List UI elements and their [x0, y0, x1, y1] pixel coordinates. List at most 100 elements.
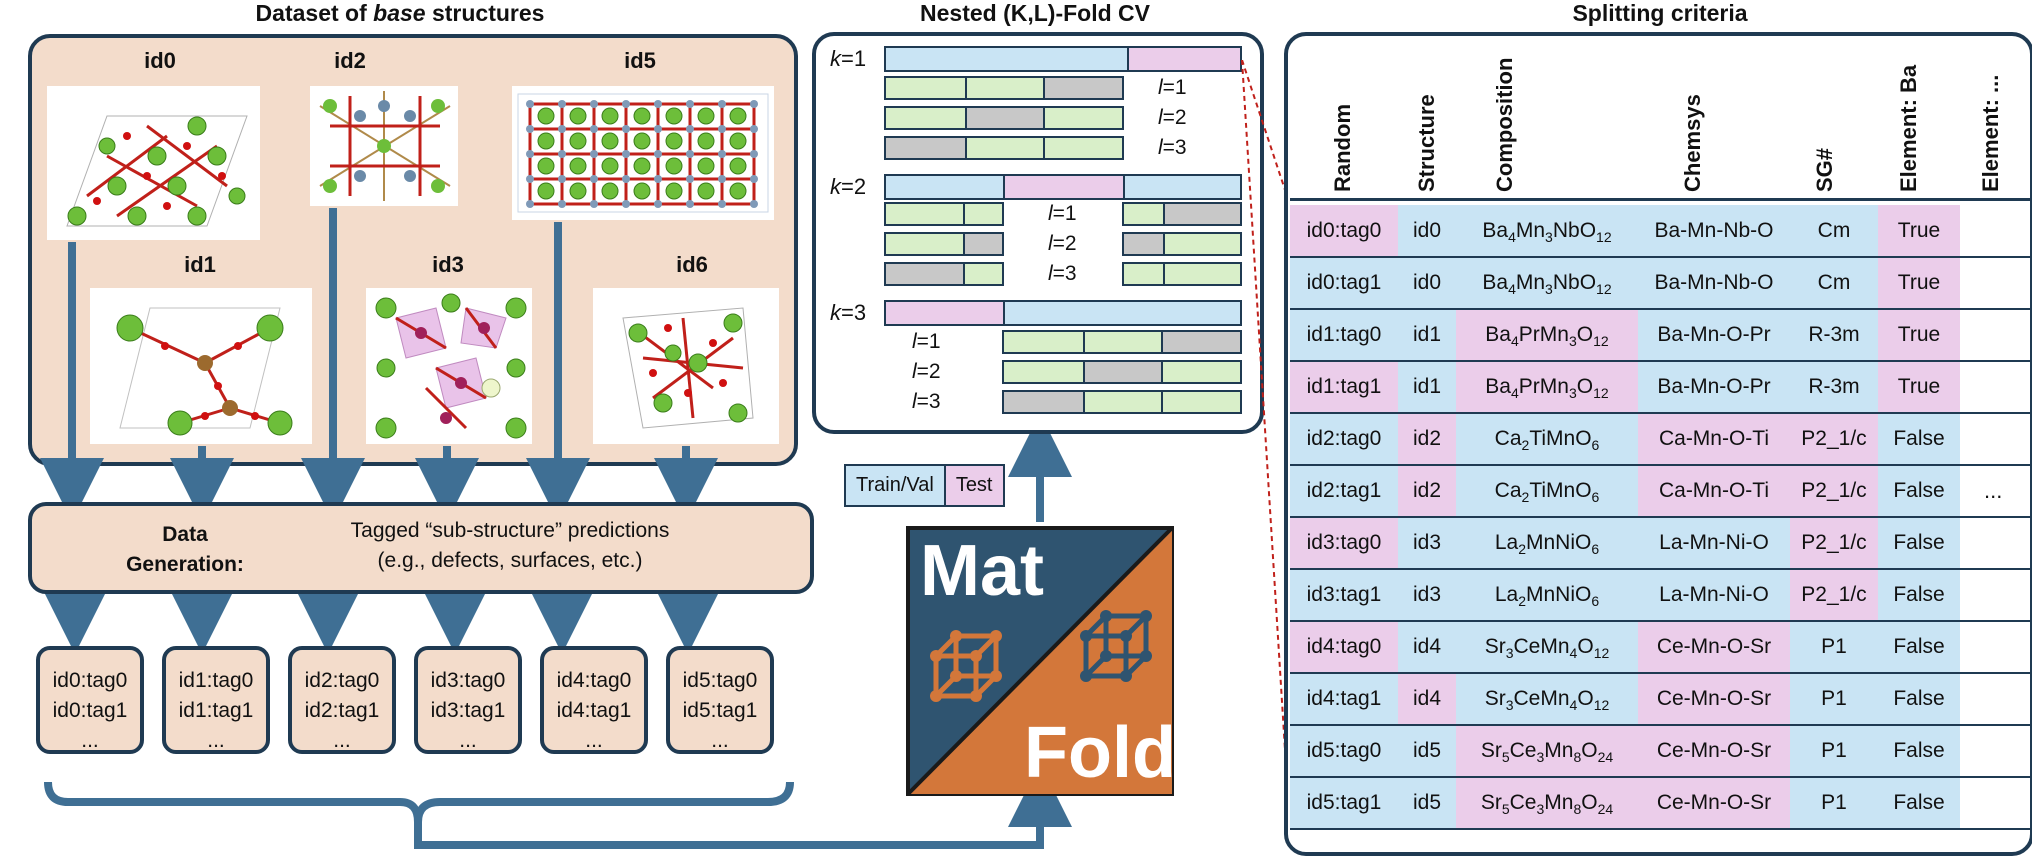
table-cell-comp: Sr5Ce3Mn8O24: [1456, 725, 1638, 777]
table-cell-sg: P1: [1790, 673, 1878, 725]
l-eq: =1: [916, 330, 941, 353]
l-var: l: [912, 390, 917, 413]
k3-l3-label: l=3: [912, 390, 941, 414]
table-cell-random: id2:tag0: [1290, 413, 1398, 465]
cell-text: R-3m: [1808, 323, 1860, 346]
table-cell-bg: [1638, 777, 1790, 829]
l-var: l: [912, 330, 917, 353]
table-cell-bg: [1456, 621, 1638, 673]
k2-l1-label: l=1: [1048, 202, 1077, 226]
k-var: k: [830, 174, 841, 199]
formula-part: O: [1576, 375, 1594, 398]
formula-subscript: 24: [1597, 801, 1614, 818]
structure-image-id3: [366, 288, 532, 444]
table-cell-chemsys: Ca-Mn-O-Ti: [1638, 413, 1790, 465]
table-row-divider: [1290, 672, 2030, 674]
table-cell-bg: [1790, 465, 1878, 517]
table-cell-random: id0:tag0: [1290, 205, 1398, 257]
table-cell-bg: [1456, 673, 1638, 725]
table-cell-sg: P2_1/c: [1790, 569, 1878, 621]
cell-text: P2_1/c: [1801, 583, 1867, 606]
formula-part: Sr: [1480, 791, 1502, 814]
table-cell-bg: [1878, 413, 1960, 465]
formula-subscript: 8: [1573, 749, 1582, 766]
cell-text: P2_1/c: [1801, 531, 1867, 554]
table-cell-random: id3:tag1: [1290, 569, 1398, 621]
cell-text: P1: [1821, 791, 1847, 814]
k2-label: k=2: [830, 174, 866, 200]
formula-subscript: 12: [1593, 645, 1610, 662]
table-cell-sg: P1: [1790, 621, 1878, 673]
table-cell-sg: R-3m: [1790, 361, 1878, 413]
formula-part: La: [1494, 531, 1519, 554]
formula-subscript: 4: [1508, 229, 1516, 246]
l-var: l: [1158, 136, 1163, 159]
cell-text: id5: [1412, 791, 1442, 814]
formula-subscript: 5: [1501, 749, 1510, 766]
k2-l3-left: [884, 262, 1004, 286]
l-var: l: [912, 360, 917, 383]
table-cell-structure: id0: [1398, 257, 1456, 309]
crystal-structure-id2: [319, 91, 451, 201]
tag-more: ...: [585, 729, 603, 752]
cell-text: Ba-Mn-Nb-O: [1654, 219, 1774, 242]
formula-part: CeMn: [1513, 687, 1570, 710]
table-cell-bg: [1398, 673, 1456, 725]
k-eq: =2: [841, 174, 867, 199]
crystal-structure-id6: [622, 307, 754, 429]
table-cell-bg: [1878, 309, 1960, 361]
formula-subscript: 12: [1596, 281, 1612, 298]
table-cell-bg: [1878, 465, 1960, 517]
table-cell-bg: [1878, 725, 1960, 777]
table-cell-el: True: [1878, 309, 1960, 361]
table-cell-bg: [1456, 205, 1638, 257]
table-cell-el: False: [1878, 465, 1960, 517]
flow-arrows: [40, 208, 1072, 849]
table-cell-sg: P2_1/c: [1790, 413, 1878, 465]
k1-l1-split: [884, 76, 1124, 100]
formula-part: TiMnO: [1529, 427, 1592, 450]
table-cell-structure: id5: [1398, 777, 1456, 829]
tag-more: ...: [207, 729, 225, 752]
l-eq: =3: [916, 390, 941, 413]
table-cell-bg: [1878, 569, 1960, 621]
table-cell-bg: [1878, 361, 1960, 413]
table-cell-sg: Cm: [1790, 257, 1878, 309]
table-cell-bg: [1638, 361, 1790, 413]
table-cell-bg: [1878, 517, 1960, 569]
cell-text: P1: [1821, 739, 1847, 762]
table-cell-el: False: [1878, 413, 1960, 465]
table-cell-bg: [1638, 517, 1790, 569]
table-cell-bg: [1638, 621, 1790, 673]
formula-part: O: [1576, 323, 1594, 346]
cell-text: False: [1893, 687, 1945, 710]
cell-text: Ce-Mn-O-Sr: [1656, 791, 1772, 814]
tag-line: id5:tag1: [682, 699, 758, 722]
matfold-logo: Mat Fold: [906, 526, 1176, 796]
structure-image-id1: [90, 288, 312, 444]
data-generation-box: [28, 502, 814, 594]
formula-part: TiMnO: [1529, 479, 1592, 502]
cell-text: Ce-Mn-O-Sr: [1656, 687, 1772, 710]
table-cell-el: False: [1878, 517, 1960, 569]
k3-outer-split: [884, 300, 1242, 326]
table-cell-structure: id1: [1398, 309, 1456, 361]
crystal-structure-id0: [66, 115, 248, 227]
cell-text: id0: [1412, 219, 1442, 242]
table-cell-bg: [1790, 517, 1878, 569]
cell-text: id4:tag0: [1306, 635, 1382, 658]
cell-text: id2: [1412, 479, 1442, 502]
cell-text: False: [1893, 635, 1945, 658]
table-cell-structure: id2: [1398, 465, 1456, 517]
table-cell-chemsys: Ba-Mn-Nb-O: [1638, 257, 1790, 309]
table-more-ellipsis: ...: [1984, 478, 2003, 503]
cell-text: True: [1897, 323, 1941, 346]
cell-text: Ba-Mn-O-Pr: [1657, 323, 1771, 346]
structure-label-id0: id0: [144, 48, 176, 73]
cell-text: P2_1/c: [1801, 427, 1867, 450]
structure-image-id6: [593, 288, 779, 444]
table-row-divider: [1290, 724, 2030, 726]
data-generation-desc-line1: Tagged “sub-structure” predictions: [350, 519, 670, 542]
